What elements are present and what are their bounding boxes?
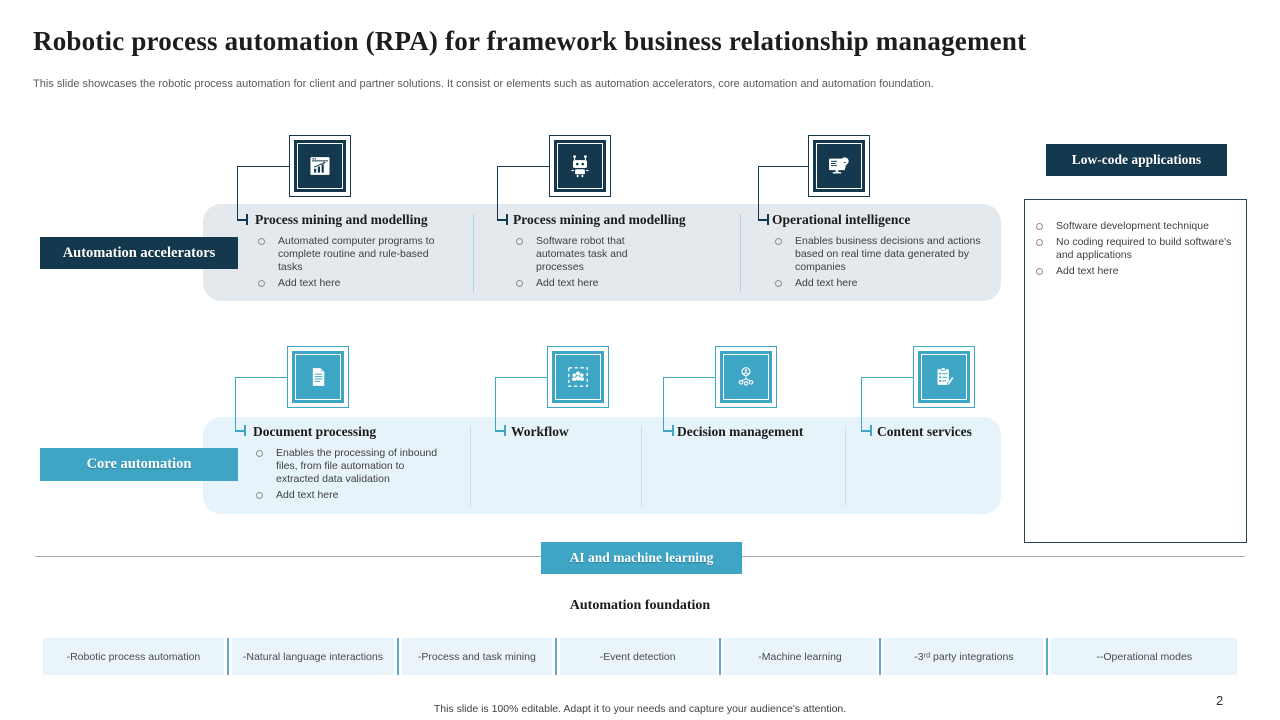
bullet-text: Enables the processing of inbound files,… bbox=[276, 447, 438, 485]
bullet-marker bbox=[516, 238, 523, 245]
ai-machine-learning-badge: AI and machine learning bbox=[541, 542, 742, 574]
decision-tree-icon bbox=[715, 346, 777, 408]
bullet-marker bbox=[256, 492, 263, 499]
automation-accelerators-label: Automation accelerators bbox=[40, 237, 238, 269]
presentation-chart-icon bbox=[289, 135, 351, 197]
bullet-marker bbox=[258, 280, 265, 287]
robot-icon bbox=[549, 135, 611, 197]
foundation-item: -3ʳᵈ party integrations bbox=[884, 638, 1044, 675]
bullet-text: Add text here bbox=[536, 277, 599, 289]
strip-divider bbox=[226, 638, 229, 675]
strip-divider bbox=[397, 638, 400, 675]
item-bullets: Software robot that automates task and p… bbox=[513, 235, 643, 293]
foundation-item: -Natural language interactions bbox=[231, 638, 395, 675]
column-divider bbox=[470, 426, 471, 506]
foundation-item: -Machine learning bbox=[723, 638, 877, 675]
connector-line bbox=[497, 166, 550, 221]
bullet-text: Add text here bbox=[276, 489, 339, 501]
item-title: Content services bbox=[877, 424, 972, 439]
connector-tick bbox=[767, 214, 769, 225]
column-divider bbox=[641, 426, 642, 506]
connector-foot bbox=[663, 430, 673, 432]
connector-foot bbox=[495, 430, 505, 432]
connector-line bbox=[237, 166, 290, 221]
item-bullets: Automated computer programs to complete … bbox=[255, 235, 437, 293]
bullet-text: Software robot that automates task and p… bbox=[536, 235, 628, 273]
bullet-text: Automated computer programs to complete … bbox=[278, 235, 435, 273]
core-automation-label: Core automation bbox=[40, 448, 238, 481]
item-title: Decision management bbox=[677, 424, 804, 439]
connector-foot bbox=[235, 430, 245, 432]
connector-line bbox=[495, 377, 548, 432]
connector-foot bbox=[237, 219, 247, 221]
bullet-marker bbox=[775, 238, 782, 245]
accelerators-panel bbox=[203, 204, 1001, 301]
bullet-marker bbox=[775, 280, 782, 287]
column-divider bbox=[845, 426, 846, 506]
item-title: Process mining and modelling bbox=[513, 212, 686, 227]
core-automation-panel bbox=[203, 417, 1001, 514]
foundation-item: -Process and task mining bbox=[402, 638, 552, 675]
strip-divider bbox=[1046, 638, 1049, 675]
connector-tick bbox=[870, 425, 872, 436]
item-title: Operational intelligence bbox=[772, 212, 911, 227]
connector-line bbox=[861, 377, 914, 432]
connector-foot bbox=[497, 219, 507, 221]
item-title: Process mining and modelling bbox=[255, 212, 428, 227]
bullet-marker bbox=[256, 450, 263, 457]
bullet-text: Add text here bbox=[278, 277, 341, 289]
item-bullets: Enables the processing of inbound files,… bbox=[253, 447, 448, 505]
connector-tick bbox=[506, 214, 508, 225]
connector-tick bbox=[504, 425, 506, 436]
connector-line bbox=[235, 377, 288, 432]
bullet-text: Software development technique bbox=[1056, 220, 1209, 232]
column-divider bbox=[740, 214, 741, 292]
editable-note: This slide is 100% editable. Adapt it to… bbox=[433, 703, 847, 715]
page-number: 2 bbox=[1216, 693, 1224, 708]
monitor-idea-icon bbox=[808, 135, 870, 197]
bullet-marker bbox=[1036, 268, 1043, 275]
team-selection-icon bbox=[547, 346, 609, 408]
bullet-marker bbox=[258, 238, 265, 245]
connector-line bbox=[758, 166, 809, 221]
item-title: Document processing bbox=[253, 424, 377, 439]
bullet-marker bbox=[516, 280, 523, 287]
bullet-text: No coding required to build software's a… bbox=[1056, 236, 1232, 261]
strip-divider bbox=[879, 638, 882, 675]
page-subtitle: This slide showcases the robotic process… bbox=[33, 78, 934, 90]
foundation-item: --Operational modes bbox=[1051, 638, 1237, 675]
bullet-text: Add text here bbox=[1056, 265, 1119, 277]
item-bullets: Enables business decisions and actions b… bbox=[772, 235, 994, 293]
connector-tick bbox=[246, 214, 248, 225]
strip-divider bbox=[554, 638, 557, 675]
low-code-box: Software development technique No coding… bbox=[1024, 199, 1247, 543]
item-title: Workflow bbox=[511, 424, 569, 439]
document-icon bbox=[287, 346, 349, 408]
bullet-text: Add text here bbox=[795, 277, 858, 289]
connector-tick bbox=[672, 425, 674, 436]
automation-foundation-title: Automation foundation bbox=[569, 598, 711, 613]
bullet-marker bbox=[1036, 239, 1043, 246]
connector-foot bbox=[861, 430, 871, 432]
foundation-item: -Event detection bbox=[559, 638, 716, 675]
bullet-text: Enables business decisions and actions b… bbox=[795, 235, 981, 273]
foundation-strip: -Robotic process automation -Natural lan… bbox=[43, 638, 1237, 675]
bullet-marker bbox=[1036, 223, 1043, 230]
foundation-item: -Robotic process automation bbox=[43, 638, 224, 675]
page-title: Robotic process automation (RPA) for fra… bbox=[33, 26, 1027, 56]
connector-tick bbox=[244, 425, 246, 436]
column-divider bbox=[473, 214, 474, 292]
low-code-applications-label: Low-code applications bbox=[1046, 144, 1227, 176]
connector-line bbox=[663, 377, 716, 432]
connector-foot bbox=[758, 219, 768, 221]
strip-divider bbox=[718, 638, 721, 675]
checklist-pen-icon bbox=[913, 346, 975, 408]
